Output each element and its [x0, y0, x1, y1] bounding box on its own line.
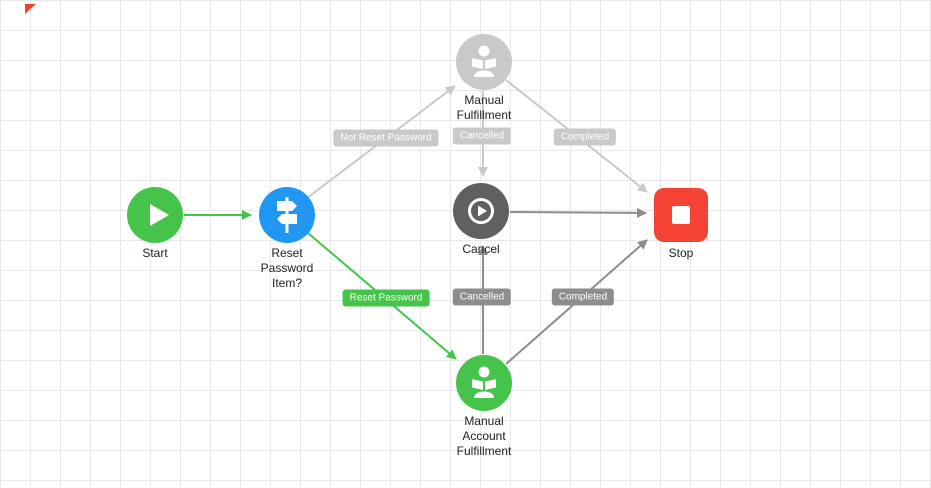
- signpost-icon: [277, 197, 297, 233]
- edge-label-cancelled-dark[interactable]: Cancelled: [452, 288, 512, 306]
- edge-label-reset-password[interactable]: Reset Password: [342, 289, 430, 307]
- node-start[interactable]: [127, 187, 183, 243]
- play-circle-icon: [468, 198, 494, 224]
- canvas-corner-marker: [25, 4, 36, 14]
- edge-label-cancelled-light[interactable]: Cancelled: [452, 127, 512, 145]
- node-label-stop: Stop: [668, 246, 694, 260]
- edge-label-completed-dark[interactable]: Completed: [551, 288, 615, 306]
- play-icon: [150, 204, 169, 226]
- node-reset-password-item[interactable]: [259, 187, 315, 243]
- node-cancel[interactable]: [453, 183, 509, 239]
- node-manual-account-fulfillment[interactable]: [456, 355, 512, 411]
- node-stop[interactable]: [654, 188, 708, 242]
- edge-cancel-to-stop[interactable]: [509, 207, 647, 218]
- stop-square-icon: [672, 206, 690, 224]
- edge-label-completed-light[interactable]: Completed: [553, 128, 617, 146]
- node-label-reset-password-item: Reset Password Item?: [260, 246, 314, 290]
- person-reading-icon: [472, 45, 496, 77]
- node-label-manual-fulfillment: Manual Fulfillment: [456, 93, 512, 122]
- person-reading-icon: [472, 366, 496, 398]
- edge-label-not-reset-password[interactable]: Not Reset Password: [333, 129, 439, 147]
- node-label-manual-account-fulfillment: Manual Account Fulfillment: [456, 414, 512, 458]
- node-label-cancel: Cancel: [462, 242, 500, 256]
- node-manual-fulfillment[interactable]: [456, 34, 512, 90]
- node-label-start: Start: [142, 246, 168, 260]
